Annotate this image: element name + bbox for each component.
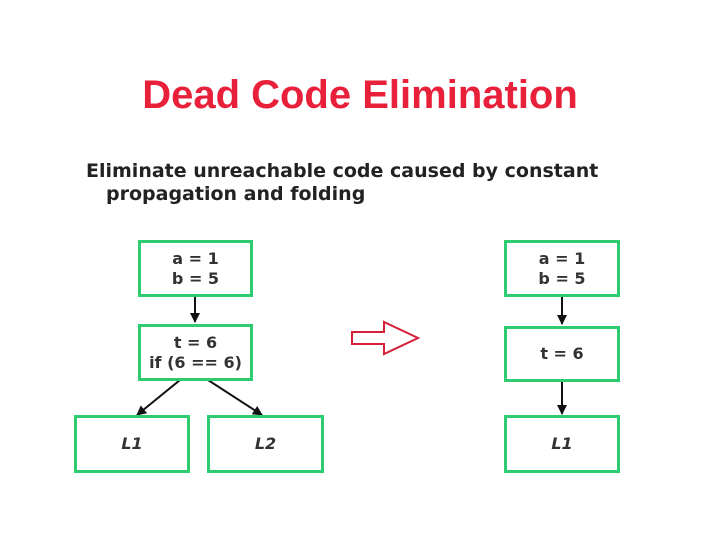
before-block-2-line-1: t = 6 <box>173 332 218 352</box>
after-block-1: a = 1 b = 5 <box>504 240 620 297</box>
subtitle: Eliminate unreachable code caused by con… <box>86 160 598 206</box>
before-block-2: t = 6 if (6 == 6) <box>138 324 253 381</box>
before-block-1-line-1: a = 1 <box>172 248 219 268</box>
after-block-l1-label: L1 <box>551 434 573 453</box>
right-arrow-outline-icon <box>351 320 421 356</box>
after-block-1-line-2: b = 5 <box>538 268 586 288</box>
page-title: Dead Code Elimination <box>142 73 578 117</box>
before-block-2-line-2: if (6 == 6) <box>149 352 242 372</box>
before-block-1-line-2: b = 5 <box>171 268 220 288</box>
subtitle-line-2: propagation and folding <box>106 183 366 205</box>
after-block-2-line-1: t = 6 <box>540 344 584 363</box>
before-block-l1: L1 <box>74 415 190 473</box>
after-block-l1: L1 <box>504 415 620 473</box>
before-block-l2-label: L2 <box>254 434 277 453</box>
after-block-1-line-1: a = 1 <box>538 248 586 268</box>
before-edge-block2-l2 <box>207 379 263 416</box>
before-block-l1-label: L1 <box>121 434 143 453</box>
after-block-2: t = 6 <box>504 326 620 382</box>
before-edge-block2-l1 <box>136 379 181 416</box>
before-block-l2: L2 <box>207 415 324 473</box>
before-block-1: a = 1 b = 5 <box>138 240 253 297</box>
subtitle-line-1: Eliminate unreachable code caused by con… <box>86 160 599 182</box>
